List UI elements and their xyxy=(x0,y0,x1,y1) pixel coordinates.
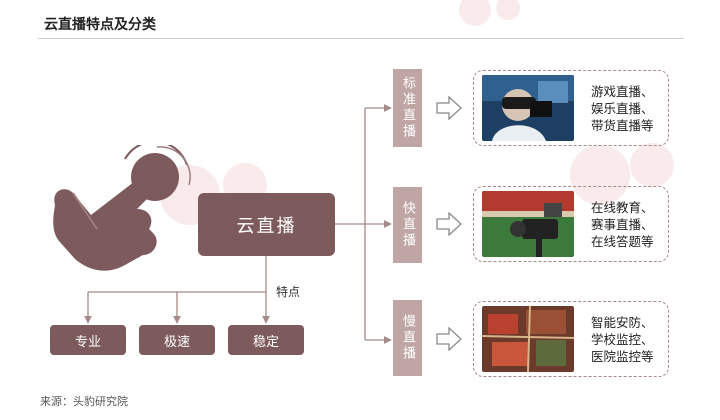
source-note: 来源：头豹研究院 xyxy=(40,395,128,408)
category-label: 标准直播 xyxy=(400,76,415,140)
feature-fast: 极速 xyxy=(139,325,215,355)
title-divider xyxy=(38,38,684,39)
example-list: 智能安防、 学校监控、 医院监控等 xyxy=(591,314,667,365)
example-card-slow: 智能安防、 学校监控、 医院监控等 xyxy=(473,301,669,377)
example-list: 游戏直播、 娱乐直播、 带货直播等 xyxy=(591,83,667,134)
category-label: 慢直播 xyxy=(400,314,415,362)
example-list: 在线教育、 赛事直播、 在线答题等 xyxy=(591,199,667,250)
example-item: 带货直播等 xyxy=(591,118,654,133)
feature-label: 极速 xyxy=(163,334,190,350)
example-item: 在线答题等 xyxy=(591,234,654,249)
feature-stable: 稳定 xyxy=(228,325,304,355)
example-item: 学校监控、 xyxy=(591,332,654,347)
example-item: 在线教育、 xyxy=(591,200,654,215)
feature-label: 稳定 xyxy=(252,334,279,350)
feature-professional: 专业 xyxy=(50,325,126,355)
category-slow-live: 慢直播 xyxy=(393,300,422,376)
tap-gesture-icon xyxy=(53,145,191,271)
cloud-live-hub: 云直播 xyxy=(198,193,335,256)
sports-broadcast-photo xyxy=(482,191,574,257)
example-card-fast: 在线教育、 赛事直播、 在线答题等 xyxy=(473,186,669,262)
aerial-surveillance-photo xyxy=(482,306,574,372)
hollow-right-arrow-icon xyxy=(436,96,462,120)
diagram-title: 云直播特点及分类 xyxy=(44,17,156,33)
example-item: 智能安防、 xyxy=(591,315,654,330)
example-card-standard: 游戏直播、 娱乐直播、 带货直播等 xyxy=(473,70,669,146)
vr-gaming-photo xyxy=(482,75,574,141)
hollow-right-arrow-icon xyxy=(436,212,462,236)
example-item: 医院监控等 xyxy=(591,349,654,364)
category-fast-live: 快直播 xyxy=(393,187,422,263)
hollow-right-arrow-icon xyxy=(436,327,462,351)
feature-label: 专业 xyxy=(74,334,101,350)
example-item: 游戏直播、 xyxy=(591,84,654,99)
features-caption: 特点 xyxy=(276,285,301,299)
category-standard-live: 标准直播 xyxy=(393,69,422,147)
category-label: 快直播 xyxy=(400,201,415,249)
example-item: 娱乐直播、 xyxy=(591,101,654,116)
example-item: 赛事直播、 xyxy=(591,217,654,232)
hub-label: 云直播 xyxy=(236,215,297,237)
